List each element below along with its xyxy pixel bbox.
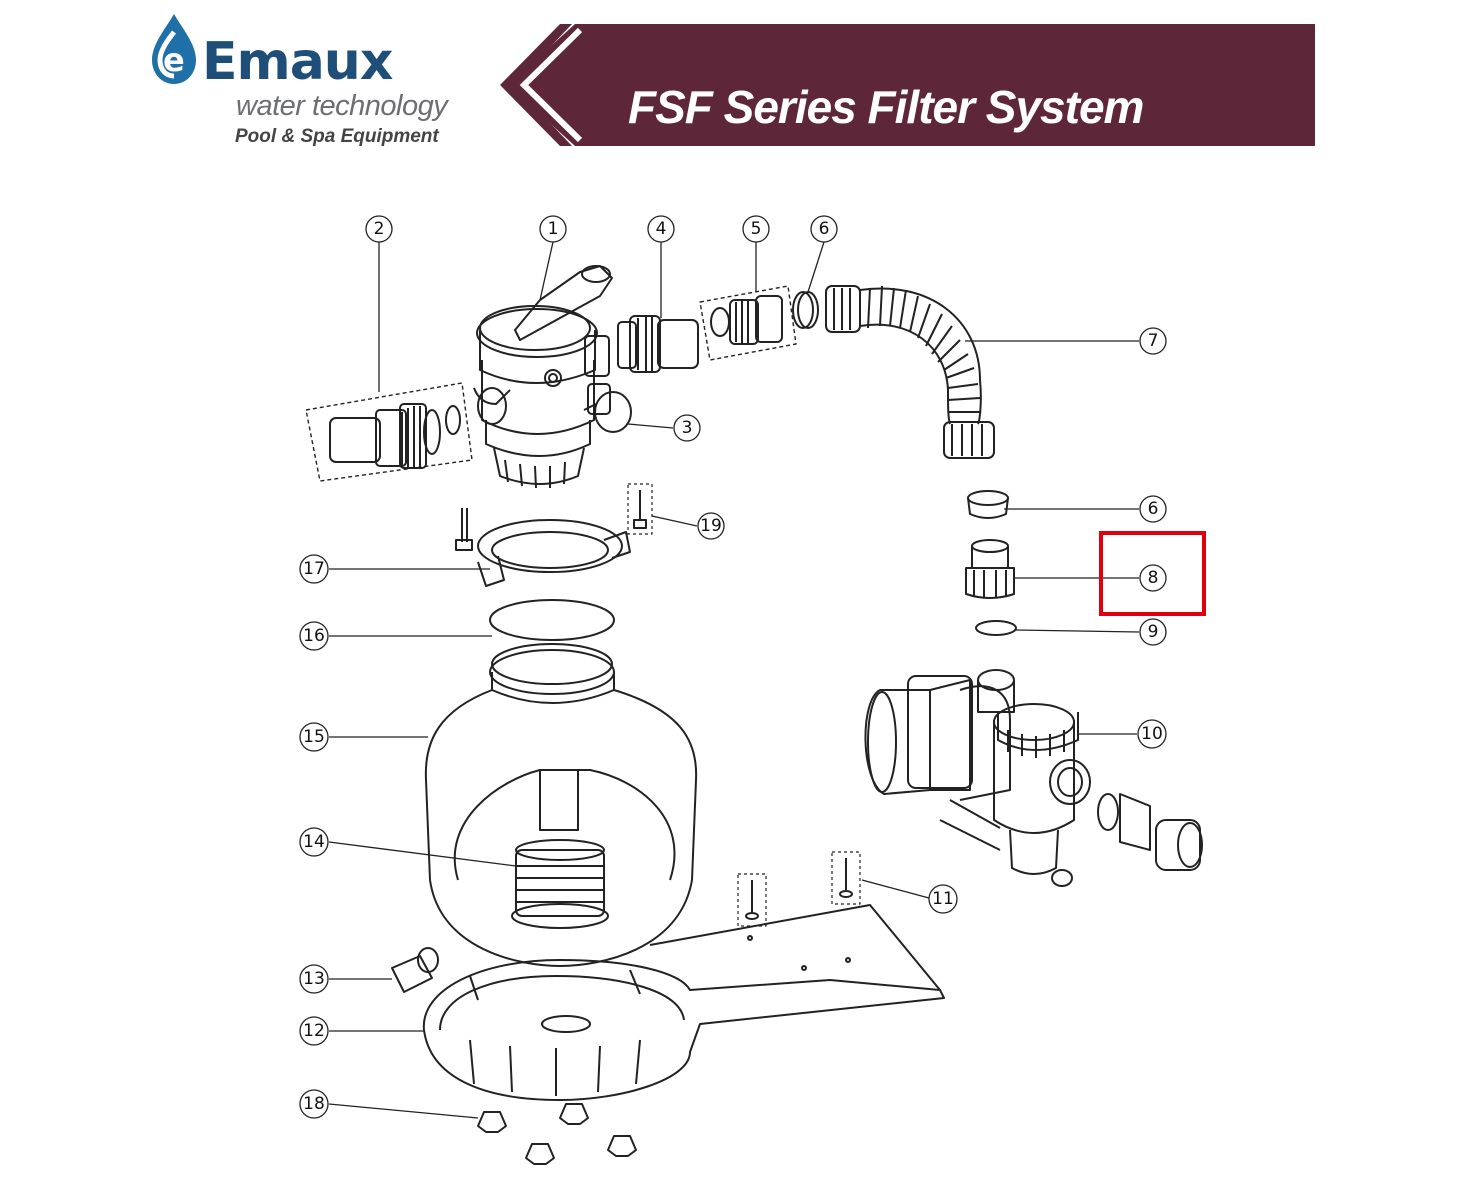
part-15-tank — [424, 643, 698, 967]
callout-17: 17 — [303, 559, 325, 579]
title-banner — [500, 24, 1315, 146]
part-9-oring — [975, 620, 1017, 636]
part-16-oring — [489, 599, 615, 641]
callout-13: 13 — [303, 969, 325, 989]
callout-15: 15 — [303, 727, 325, 747]
callout-19: 19 — [700, 516, 722, 536]
svg-text:e: e — [163, 41, 185, 79]
part-8-adaptor — [965, 539, 1015, 599]
callout-6-top: 6 — [819, 219, 830, 239]
callout-11: 11 — [932, 889, 954, 909]
callout-circles — [299, 215, 1167, 1119]
callout-3: 3 — [682, 418, 693, 438]
part-19-bolt — [627, 483, 653, 535]
emaux-logo: e Emaux water technology Pool & Spa Equi… — [140, 10, 480, 160]
part-2-connector-set — [305, 382, 473, 482]
brand-name: Emaux — [202, 32, 393, 92]
callout-6-cap: 6 — [1148, 499, 1159, 519]
part-11-bolts — [737, 851, 861, 927]
callout-7: 7 — [1148, 331, 1159, 351]
part-1-multiport-valve — [473, 265, 613, 489]
callout-1: 1 — [548, 219, 559, 239]
part-4-union — [617, 315, 699, 373]
callout-10: 10 — [1141, 724, 1163, 744]
part-10-pump — [864, 669, 1203, 887]
part-6-top-oring — [792, 291, 819, 329]
banner-title: FSF Series Filter System — [628, 81, 1144, 133]
callout-9: 9 — [1148, 622, 1159, 642]
callout-2: 2 — [374, 219, 385, 239]
callout-8: 8 — [1148, 568, 1159, 588]
callout-5: 5 — [751, 219, 762, 239]
part-17-clamp-ring — [455, 508, 631, 587]
callout-18: 18 — [303, 1094, 325, 1114]
water-drop-logo-icon: e — [152, 14, 196, 84]
part-14-lateral-hub — [511, 839, 609, 929]
callout-4: 4 — [656, 219, 667, 239]
leader-lines — [328, 241, 1140, 1119]
brand-tagline: water technology — [236, 90, 448, 122]
highlight-box-part-8 — [1099, 531, 1206, 616]
part-6-cap — [967, 490, 1009, 519]
callout-14: 14 — [303, 832, 325, 852]
part-7-flexible-hose — [825, 285, 995, 459]
part-3-pressure-gauge — [583, 391, 632, 433]
part-12-base — [422, 904, 945, 1101]
part-13-drain — [391, 947, 439, 993]
brand-sub-tagline: Pool & Spa Equipment — [235, 126, 439, 147]
callout-12: 12 — [303, 1021, 325, 1041]
part-18-clips — [477, 1103, 637, 1165]
callout-16: 16 — [303, 626, 325, 646]
part-5-fitting-set — [699, 285, 797, 361]
